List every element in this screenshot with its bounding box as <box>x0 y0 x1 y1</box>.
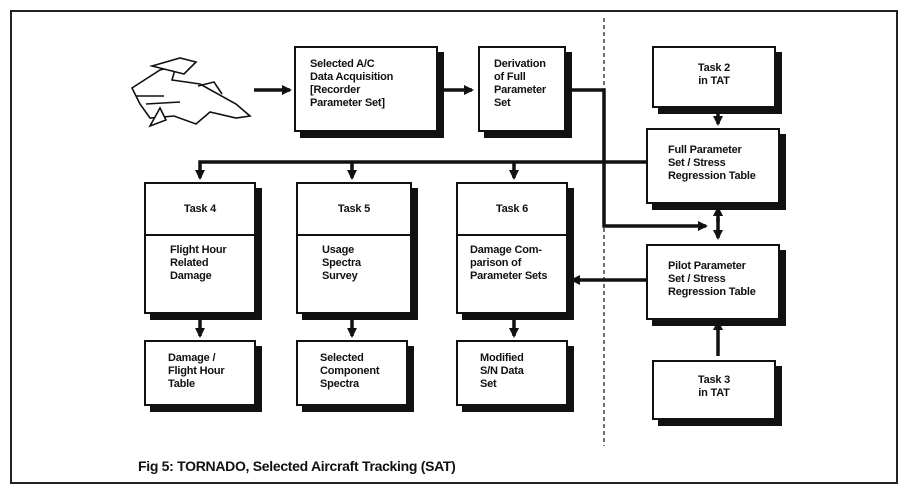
figure-caption: Fig 5: TORNADO, Selected Aircraft Tracki… <box>138 458 456 474</box>
box-pilot-parameter: Pilot Parameter Set / Stress Regression … <box>646 244 780 320</box>
box-label: Selected Component Spectra <box>320 352 380 390</box>
arrow-full-to-task4 <box>195 160 646 180</box>
jet-aircraft-icon <box>130 57 252 128</box>
box-task2: Task 2 in TAT <box>652 46 776 108</box>
box-component-spectra: Selected Component Spectra <box>296 340 408 406</box>
box-task5: Task 5 Usage Spectra Survey <box>296 182 412 314</box>
task4-body: Flight Hour Related Damage <box>170 244 227 282</box>
task5-title: Task 5 <box>298 184 410 236</box>
task4-title: Task 4 <box>146 184 254 236</box>
box-label: Pilot Parameter Set / Stress Regression … <box>668 260 756 298</box>
box-label: Derivation of Full Parameter Set <box>494 58 547 109</box>
box-modified-data: Modified S/N Data Set <box>456 340 568 406</box>
task5-body: Usage Spectra Survey <box>322 244 361 282</box>
task6-body: Damage Com- parison of Parameter Sets <box>470 244 548 282</box>
box-full-parameter: Full Parameter Set / Stress Regression T… <box>646 128 780 204</box>
box-derivation: Derivation of Full Parameter Set <box>478 46 566 132</box>
box-task4: Task 4 Flight Hour Related Damage <box>144 182 256 314</box>
box-data-acquisition: Selected A/C Data Acquisition [Recorder … <box>294 46 438 132</box>
box-label: Modified S/N Data Set <box>480 352 524 390</box>
box-label: Damage / Flight Hour Table <box>168 352 225 390</box>
task6-title: Task 6 <box>458 184 566 236</box>
box-label: Full Parameter Set / Stress Regression T… <box>668 144 756 182</box>
box-label: Task 3 in TAT <box>697 374 731 399</box>
box-task3: Task 3 in TAT <box>652 360 776 420</box>
box-task6: Task 6 Damage Com- parison of Parameter … <box>456 182 568 314</box>
box-label: Selected A/C Data Acquisition [Recorder … <box>310 58 394 109</box>
box-damage-table: Damage / Flight Hour Table <box>144 340 256 406</box>
box-label: Task 2 in TAT <box>697 62 731 87</box>
